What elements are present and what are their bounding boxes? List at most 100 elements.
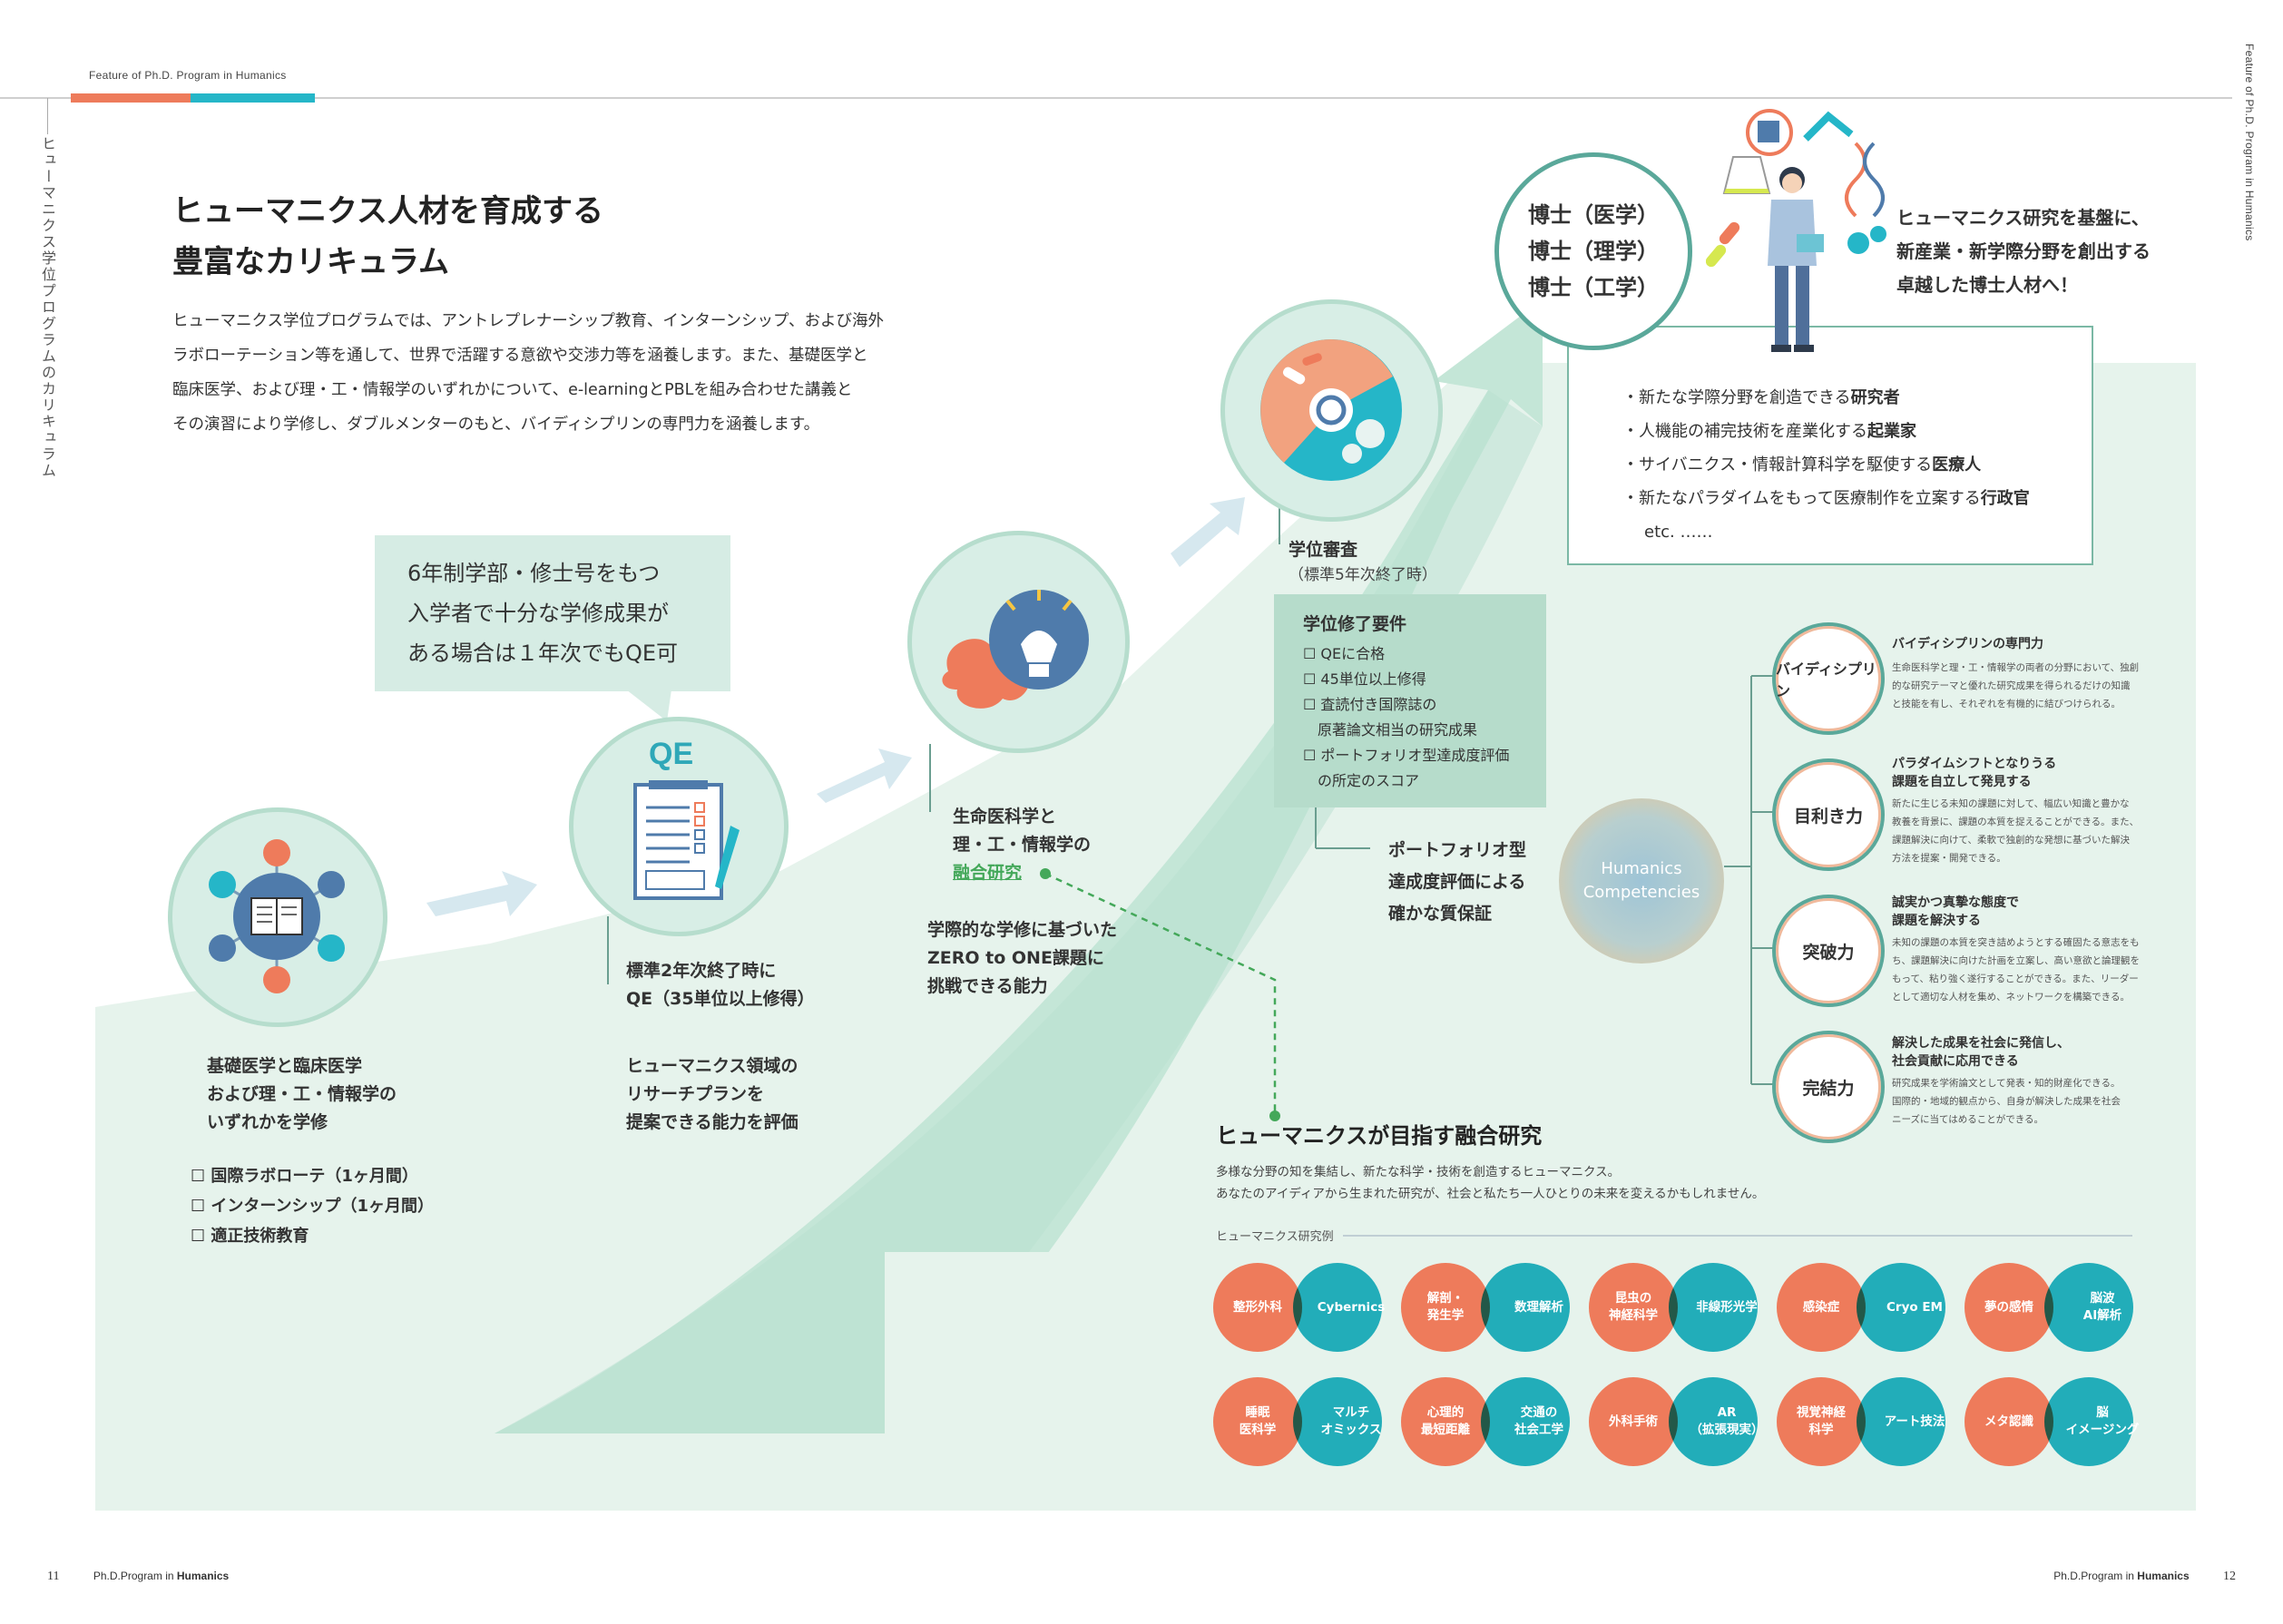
qe-note-bubble: 6年制学部・修士号をもつ 入学者で十分な学修成果が ある場合は１年次でもQE可 <box>375 535 730 691</box>
stage3-subline: 学際的な学修に基づいた <box>927 920 1118 940</box>
pair-circle-orange <box>1777 1377 1866 1466</box>
competency-discernment: 目利き力 <box>1772 758 1885 871</box>
competency-body: 新たに生じる未知の課題に対して、幅広い知識と豊かな <box>1892 798 2130 809</box>
checklist-document-icon <box>633 780 740 900</box>
career-text: ・人機能の補完技術を産業化する <box>1622 422 1867 441</box>
intro-line: ラボローテーション等を通して、世界で活躍する意欲や交渉力等を涵養します。また、基… <box>172 347 868 365</box>
stage1-line: 基礎医学と臨床医学 <box>207 1056 363 1076</box>
core-label: Humanics <box>1601 859 1682 878</box>
pair-label-a: 夢の感情 <box>1984 1299 2033 1315</box>
career-list: ・新たな学際分野を創造できる研究者 ・人機能の補完技術を産業化する起業家 ・サイ… <box>1622 381 2030 549</box>
career-role: 医療人 <box>1932 455 1982 474</box>
stage3-text: 生命医科学と 理・工・情報学の 融合研究 <box>953 803 1091 887</box>
competency-name: 目利き力 <box>1793 806 1863 827</box>
competency-head: 課題を解決する <box>1892 914 1981 928</box>
requirement-item: 原著論文相当の研究成果 <box>1303 721 1478 739</box>
pair-circle-orange <box>1777 1263 1866 1352</box>
portfolio-line: 確かな質保証 <box>1388 904 1493 924</box>
fusion-research-link[interactable]: 融合研究 <box>953 863 1023 883</box>
pair-label-a: 解剖・発生学 <box>1426 1291 1465 1323</box>
footer-text: Ph.D.Program in <box>2053 1570 2134 1582</box>
left-vertical-line <box>47 98 48 134</box>
competency-head: 誠実かつ真摯な態度で <box>1892 895 2019 910</box>
pair-label-b: 数理解析 <box>1514 1299 1563 1315</box>
career-text: ・新たな学際分野を創造できる <box>1622 388 1851 407</box>
pair-label-b: 脳イメージング <box>2065 1405 2140 1437</box>
stage2-text: 標準2年次終了時に QE（35単位以上修得） <box>626 957 815 1013</box>
pair-label-a: 外科手術 <box>1609 1414 1658 1429</box>
degree-review-title: 学位審査 <box>1288 540 1358 560</box>
competency-body: 的な研究テーマと優れた研究成果を得られるだけの知識 <box>1892 680 2131 691</box>
bubble-tail <box>626 690 671 721</box>
bubble-line: 入学者で十分な学修成果が <box>407 601 669 626</box>
competency-completion: 完結力 <box>1772 1031 1885 1143</box>
portfolio-line: ポートフォリオ型 <box>1388 840 1527 860</box>
stage3-line: 理・工・情報学の <box>953 835 1092 855</box>
stage2-line: QE（35単位以上修得） <box>626 989 815 1009</box>
examples-label: ヒューマニクス研究例 <box>1216 1227 1343 1244</box>
competency-body: 研究成果を学術論文として発表・知的財産化できる。 <box>1892 1078 2121 1089</box>
pair-label-b: Cybernics <box>1317 1299 1386 1315</box>
brain-lightbulb-icon <box>942 590 1089 709</box>
research-pair: 感染症 Cryo EM <box>1777 1263 1963 1352</box>
fusion-title: ヒューマニクスが目指す融合研究 <box>1216 1123 1543 1149</box>
career-role: 行政官 <box>1980 489 2030 508</box>
career-medical: ・サイバニクス・情報計算科学を駆使する医療人 <box>1622 448 2030 482</box>
portfolio-line: 達成度評価による <box>1388 872 1526 892</box>
competency-desc: バイディシプリンの専門力 生命医科学と理・工・情報学の両者の分野において、独創 … <box>1892 635 2146 713</box>
stage3-subline: ZERO to ONE課題に <box>927 948 1104 968</box>
pair-circle-orange <box>1965 1377 2053 1466</box>
core-label: Competencies <box>1582 883 1700 902</box>
stage2-line: 標準2年次終了時に <box>626 961 777 981</box>
research-pair: メタ認識 脳イメージング <box>1965 1377 2151 1466</box>
pair-circle-orange <box>1213 1263 1302 1352</box>
pair-label-a: 整形外科 <box>1233 1299 1282 1315</box>
requirement-item: ☐ 査読付き国際誌の <box>1303 696 1437 713</box>
stage1-line: および理・工・情報学の <box>207 1084 397 1104</box>
stage3-subline: 挑戦できる能力 <box>927 976 1048 996</box>
pair-label-a: メタ認識 <box>1984 1414 2033 1429</box>
competency-name: 突破力 <box>1802 942 1855 963</box>
research-pair: 心理的最短距離交通の社会工学 <box>1401 1377 1587 1466</box>
degree-circle: 博士（医学） 博士（理学） 博士（工学） <box>1494 152 1692 350</box>
qe-label: QE <box>649 737 694 771</box>
goal-text: ヒューマニクス研究を基盤に、 新産業・新学際分野を創出する 卓越した博士人材へ！ <box>1896 201 2151 302</box>
footer-brand: Humanics <box>2137 1570 2190 1582</box>
footer-left: 11 Ph.D.Program in Humanics <box>47 1570 229 1584</box>
career-researcher: ・新たな学際分野を創造できる研究者 <box>1622 381 2030 415</box>
header-right-vertical: Feature of Ph.D. Program in Humanics <box>2243 44 2256 241</box>
pair-label-b: 非線形光学 <box>1696 1299 1758 1315</box>
competency-body: 課題解決に向けて、柔軟で独創的な発想に基づいた解決 <box>1892 835 2130 846</box>
pair-label-b: Cryo EM <box>1886 1299 1943 1315</box>
pair-circle-orange <box>1589 1377 1678 1466</box>
intro-line: ヒューマニクス学位プログラムでは、アントレプレナーシップ教育、インターンシップ、… <box>172 312 884 330</box>
degree-science: 博士（理学） <box>1528 239 1659 264</box>
pair-circle-teal <box>2044 1377 2133 1466</box>
career-etc: etc. …… <box>1644 523 1713 542</box>
pair-label-a: 視覚神経科学 <box>1797 1405 1846 1437</box>
competencies-core: Humanics Competencies <box>1559 798 1724 964</box>
page-title: ヒューマニクス人材を育成する 豊富なカリキュラム <box>172 186 603 288</box>
pair-circle-teal <box>1669 1377 1758 1466</box>
pair-circle-orange <box>1401 1263 1490 1352</box>
competency-body: 国際的・地域的観点から、自身が解決した成果を社会 <box>1892 1096 2121 1107</box>
page-number: 11 <box>47 1570 60 1583</box>
career-role: 起業家 <box>1867 422 1916 441</box>
checklist-item: ☐ 国際ラボローテ（1ヶ月間） <box>191 1167 418 1186</box>
stage2-subline: 提案できる能力を評価 <box>626 1112 799 1132</box>
fusion-desc-line: あなたのアイディアから生まれた研究が、社会と私たち一人ひとりの未来を変えるかもし… <box>1216 1187 1765 1201</box>
pair-circle-teal <box>2044 1263 2133 1352</box>
goal-line: 卓越した博士人材へ！ <box>1896 274 2078 296</box>
competency-desc: 誠実かつ真摯な態度で 課題を解決する 未知の課題の本質を突き詰めようとする確固た… <box>1892 894 2146 1006</box>
checklist-item: ☐ インターンシップ（1ヶ月間） <box>191 1197 435 1216</box>
career-text: ・サイバニクス・情報計算科学を駆使する <box>1622 455 1933 474</box>
footer-text: Ph.D.Program in <box>93 1570 174 1582</box>
bubble-line: 6年制学部・修士号をもつ <box>407 561 661 586</box>
pair-label-a: 感染症 <box>1802 1299 1840 1315</box>
requirements-box: 学位修了要件 ☐ QEに合格 ☐ 45単位以上修得 ☐ 査読付き国際誌の 原著論… <box>1274 594 1546 807</box>
pair-label-a: 睡眠医科学 <box>1239 1405 1277 1437</box>
requirement-item: ☐ ポートフォリオ型達成度評価 <box>1303 747 1510 764</box>
research-pair: 昆虫の神経科学非線形光学 <box>1589 1263 1775 1352</box>
